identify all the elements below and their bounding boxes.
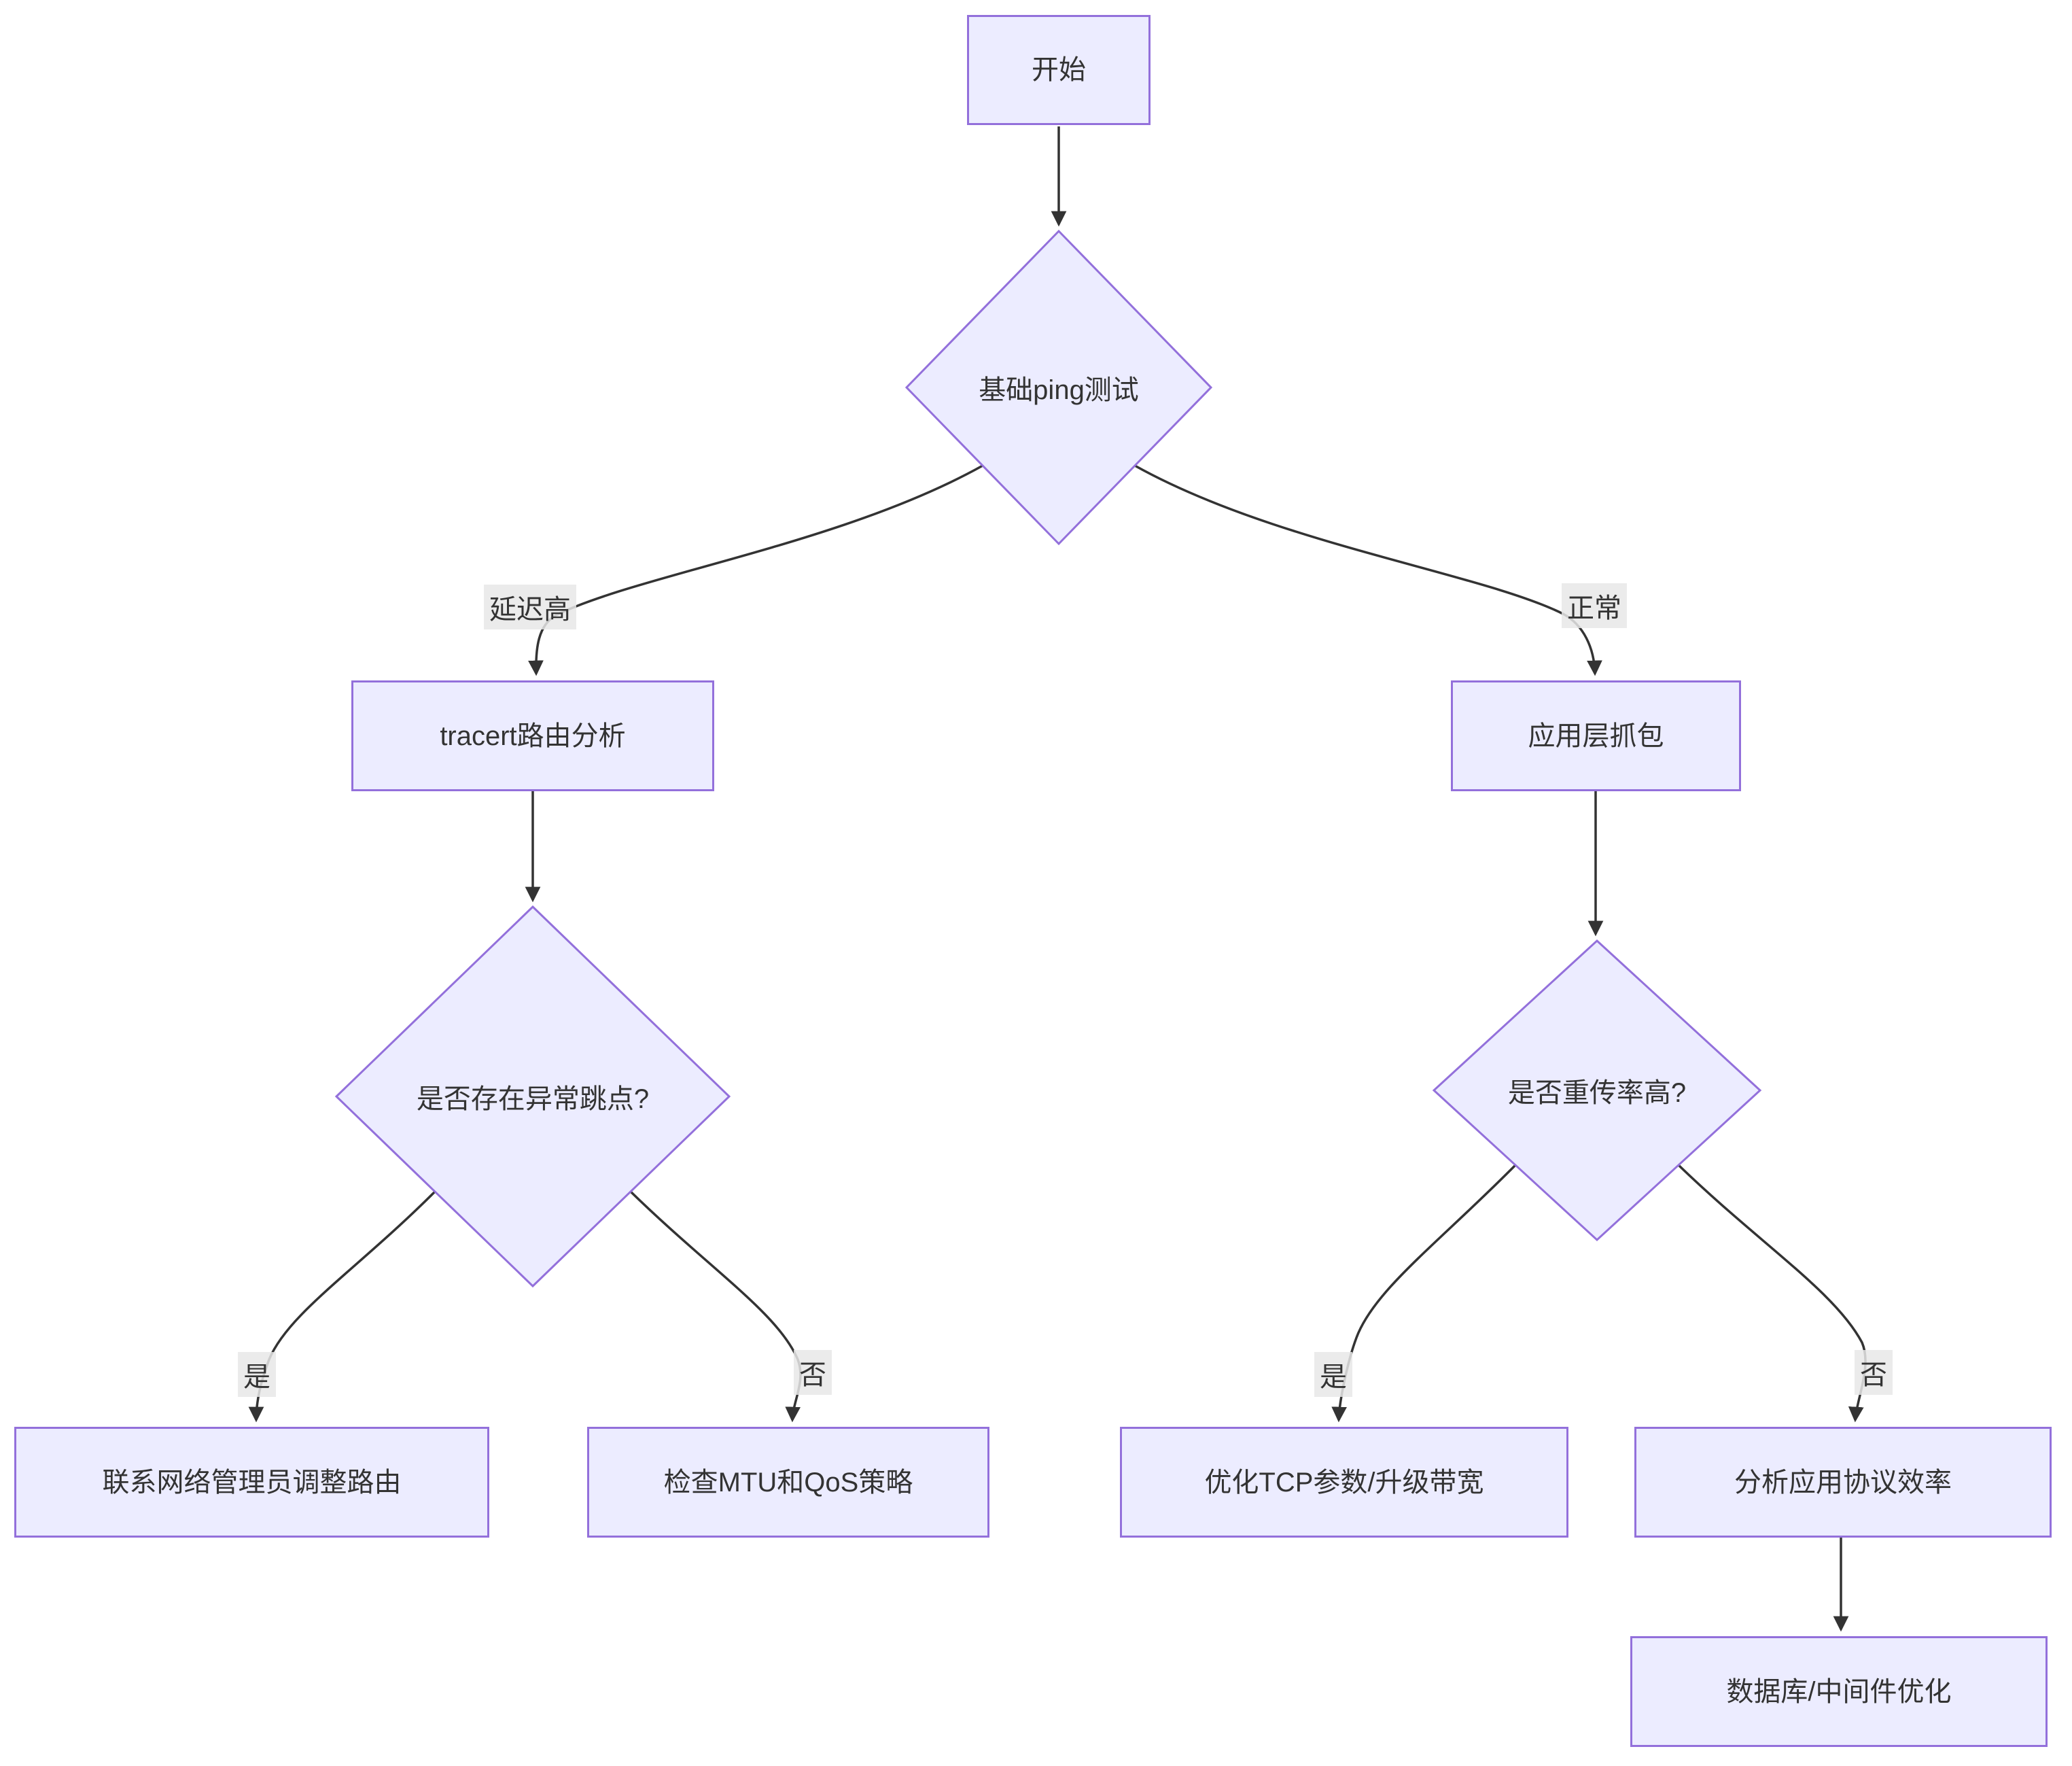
node-retrans-rate-label: 是否重传率高? [1507,1078,1687,1108]
node-ping-test-label: 基础ping测试 [979,375,1139,405]
node-abnormal-hop-shape [334,905,731,1288]
node-label: 联系网络管理员调整路由 [102,1467,402,1497]
node-check-mtu: 检查MTU和QoS策略 [587,1427,989,1538]
edge-label-normal: 正常 [1562,583,1627,628]
node-optimize-tcp: 优化TCP参数/升级带宽 [1120,1427,1568,1538]
node-retrans-rate-shape [1432,939,1762,1242]
edge-retrans-rate-to-analyze-protocol [1677,1164,1867,1423]
node-label: 优化TCP参数/升级带宽 [1204,1467,1484,1497]
node-analyze-protocol: 分析应用协议效率 [1634,1427,2052,1538]
edge-abnormal-hop-to-check-mtu [629,1190,802,1423]
node-optimize-db: 数据库/中间件优化 [1630,1636,2048,1747]
edge-label-yes-right: 是 [1314,1352,1352,1397]
node-label: 数据库/中间件优化 [1726,1676,1952,1707]
edge-label-no-left: 否 [794,1350,832,1395]
node-label: 检查MTU和QoS策略 [663,1467,913,1497]
node-app-capture: 应用层抓包 [1451,680,1741,791]
node-label: 开始 [1032,55,1086,85]
edge-label-yes-left: 是 [238,1352,276,1397]
edge-abnormal-hop-to-contact-admin [248,1190,436,1423]
node-start: 开始 [967,15,1151,125]
node-contact-admin: 联系网络管理员调整路由 [14,1427,489,1538]
edge-label-no-right: 否 [1855,1350,1893,1395]
node-label: 分析应用协议效率 [1734,1467,1952,1497]
node-abnormal-hop-label: 是否存在异常跳点? [416,1084,650,1114]
edge-ping-test-to-app-capture [1134,464,1602,676]
edge-retrans-rate-to-optimize-tcp [1331,1164,1517,1423]
node-label: tracert路由分析 [440,721,626,751]
node-label: 应用层抓包 [1528,721,1664,751]
node-tracert: tracert路由分析 [351,680,714,791]
edge-label-high-latency: 延迟高 [484,585,576,629]
node-ping-test-shape [905,229,1213,546]
edge-ping-test-to-tracert [528,464,983,676]
